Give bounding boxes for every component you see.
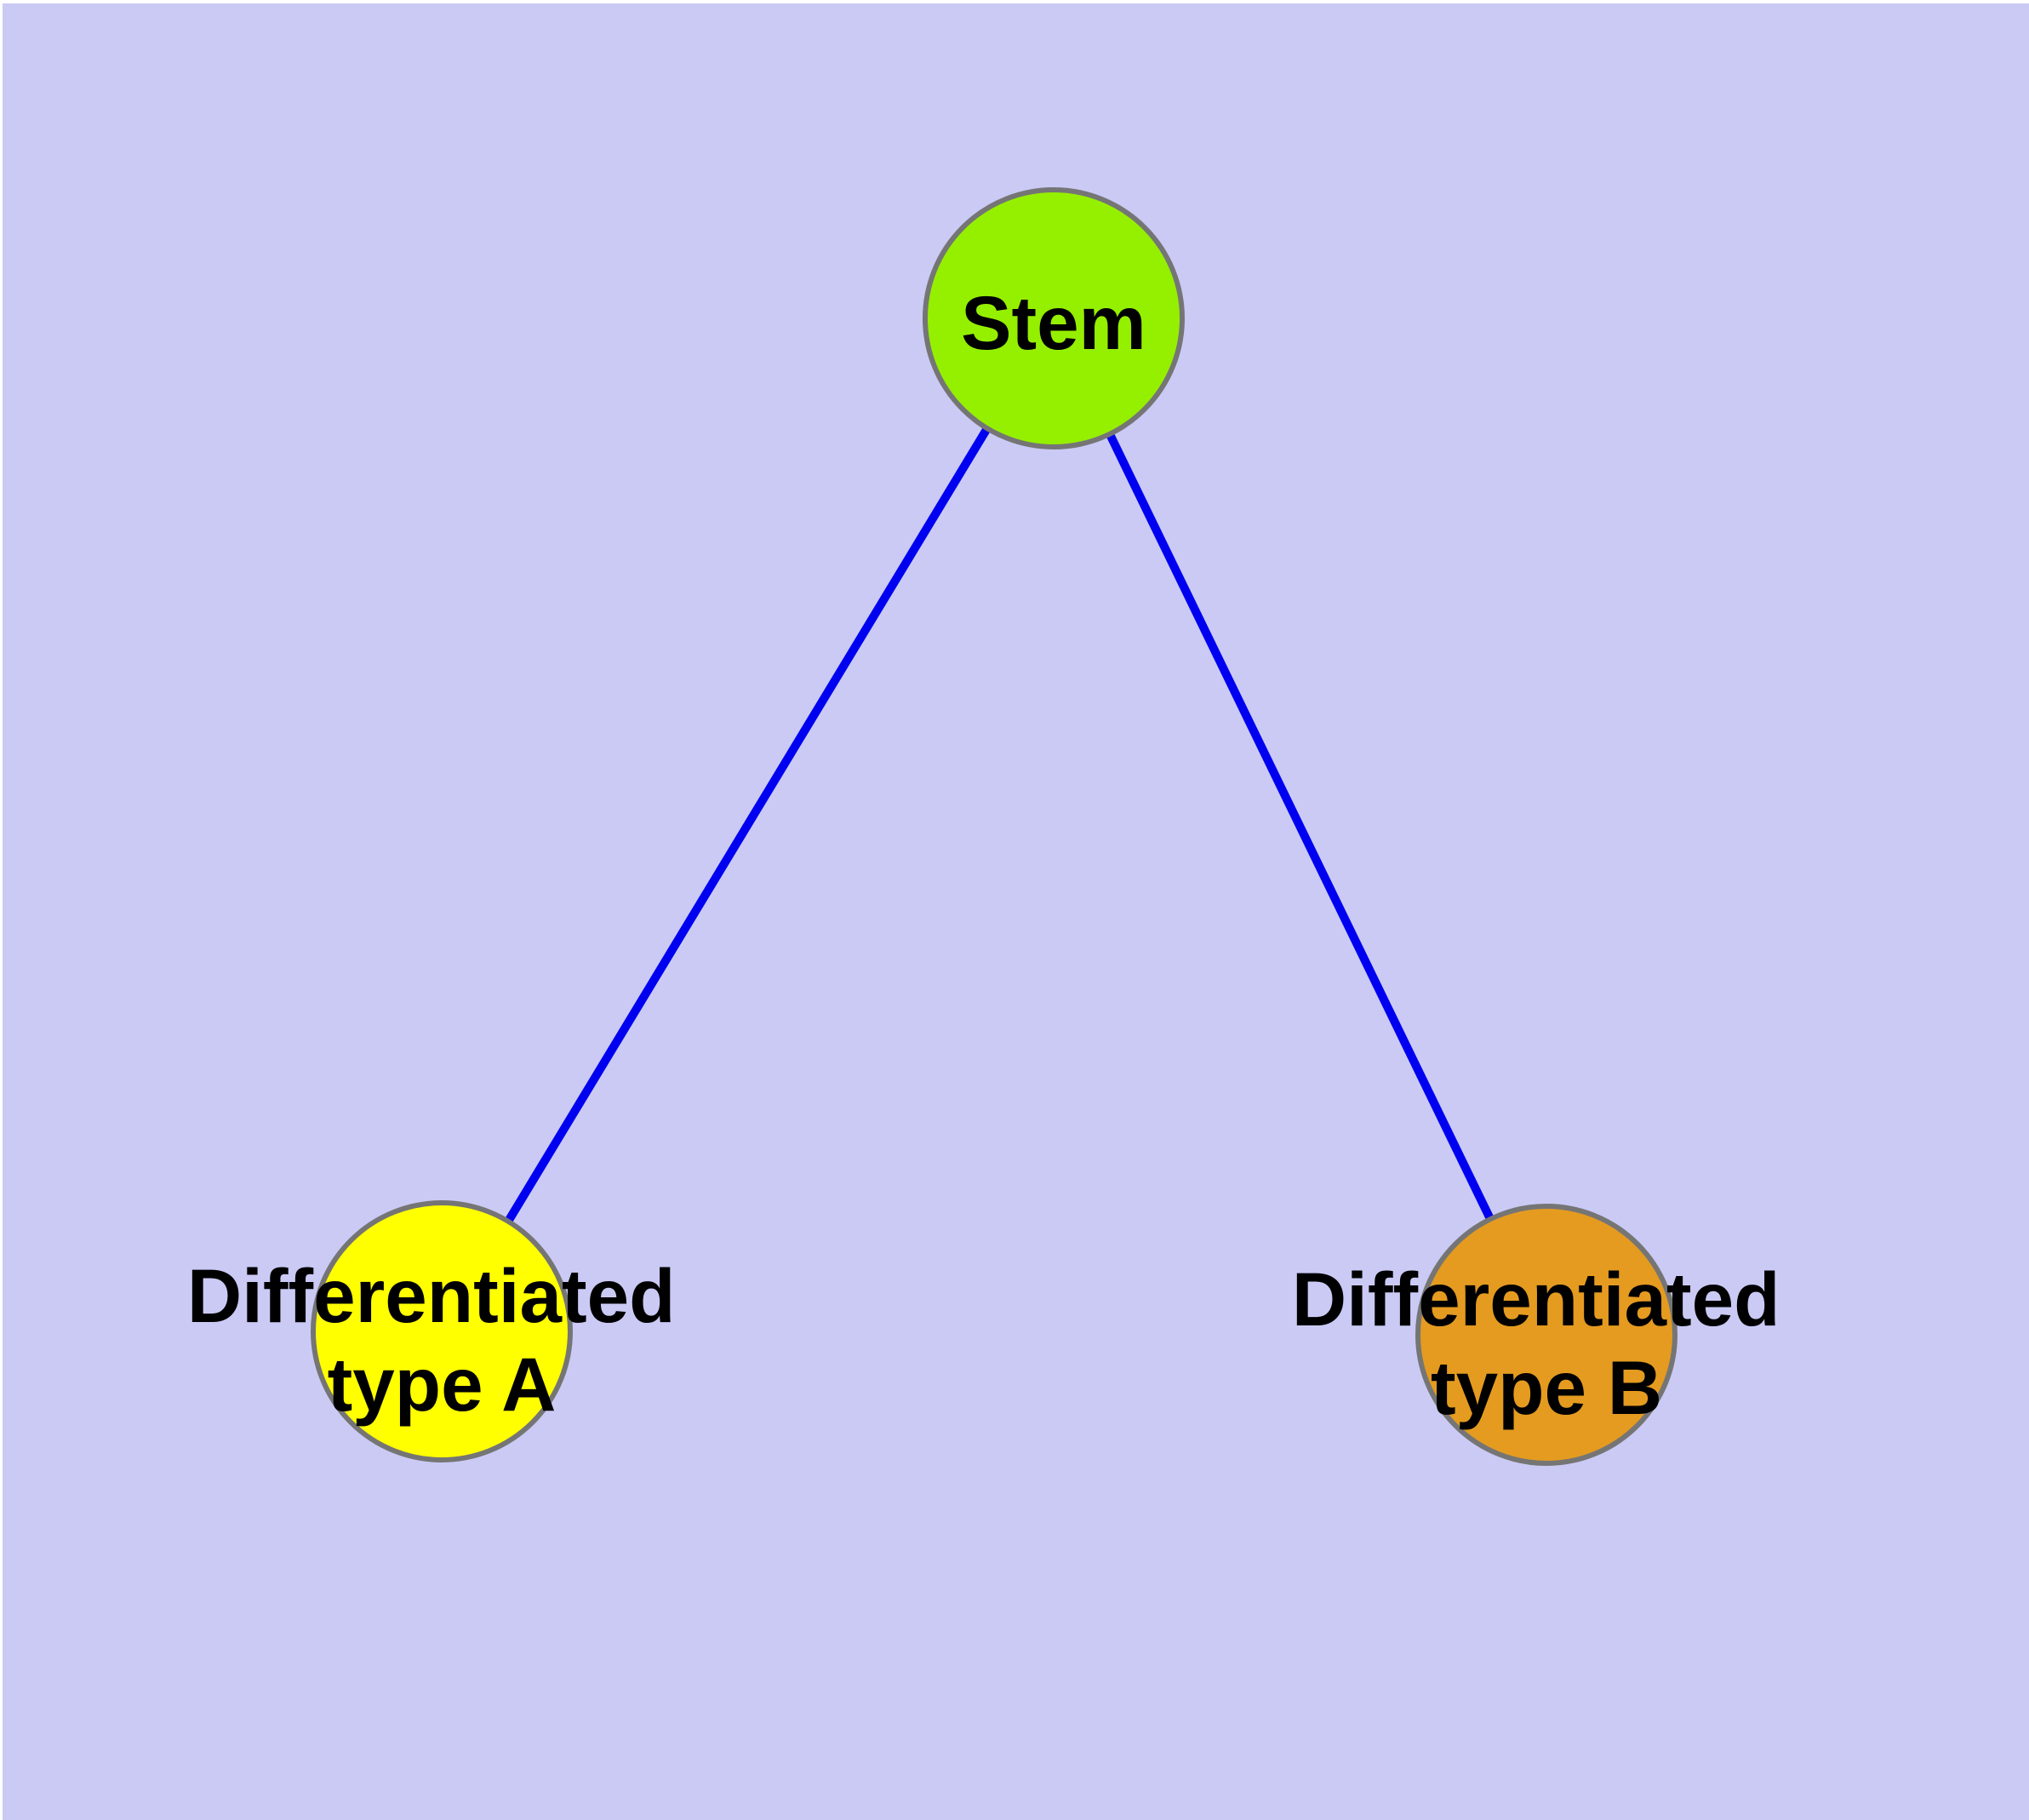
type-a-label-line1: Differentiated [187, 1253, 676, 1338]
type-b-label-line2: type B [1431, 1345, 1662, 1430]
node-differentiated-type-a-label: Differentiated type A [187, 1253, 696, 1427]
edge-stem-to-type-b [1049, 316, 1551, 1337]
node-differentiated-type-b [1415, 1204, 1677, 1466]
node-differentiated-type-b-label: Differentiated type B [1292, 1256, 1801, 1430]
type-a-label-line2: type A [328, 1342, 557, 1427]
edge-stem-to-type-a [437, 316, 1058, 1334]
node-stem [923, 187, 1185, 449]
type-b-label-line1: Differentiated [1292, 1256, 1780, 1342]
node-stem-label: Stem [961, 280, 1146, 365]
node-differentiated-type-a [311, 1200, 573, 1462]
